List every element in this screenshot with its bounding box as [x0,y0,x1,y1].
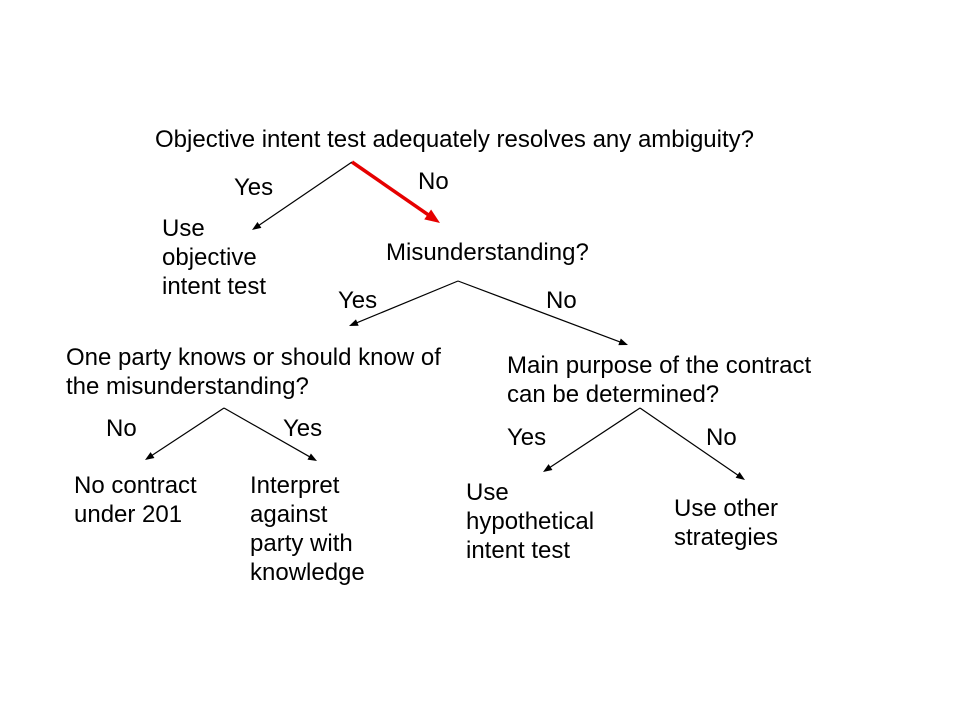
edge-line [547,407,641,470]
main-purpose-no-outcome: Use other strategies [674,494,778,552]
edge-line [351,160,434,220]
edge-mis-yes [349,280,459,326]
arrowhead [543,464,553,472]
outcome-line: against [250,501,328,528]
edge-party-no [145,407,225,460]
root-yes-label: Yes [234,174,274,201]
arrowhead [618,338,628,346]
main-purpose-question: Main purpose of the contract can be dete… [507,351,811,409]
root-yes-outcome: Use objective intent test [162,214,266,301]
misunderstanding-no-label: No [546,287,577,314]
outcome-line: Use [162,215,205,242]
misunderstanding-yes-label: Yes [338,287,378,314]
outcome-line: intent test [466,537,571,564]
outcome-line: knowledge [250,559,365,586]
edge-line [223,407,313,459]
outcome-line: No contract [74,472,197,499]
arrowhead [424,209,440,223]
party-knowledge-yes-label: Yes [283,415,323,442]
outcome-line: Use [466,479,509,506]
party-knowledge-yes-outcome: Interpret against party with knowledge [250,471,365,587]
outcome-line: under 201 [74,501,183,528]
arrowhead [307,453,317,461]
edge-main-yes [543,407,641,472]
question-line: can be determined? [507,381,720,408]
edge-party-yes [223,407,317,461]
edge-line [639,407,741,478]
misunderstanding-question: Misunderstanding? [386,239,589,266]
main-purpose-yes-outcome: Use hypothetical intent test [466,478,594,565]
edge-line [457,280,624,344]
outcome-line: party with [250,530,353,557]
question-line: Main purpose of the contract [507,352,812,379]
arrowhead [252,222,262,230]
edge-line [256,161,353,228]
party-knowledge-no-label: No [106,415,137,442]
arrowhead [735,472,745,480]
edge-line [353,280,459,325]
outcome-line: hypothetical [466,508,595,535]
edge-root-yes [252,161,353,230]
outcome-line: Interpret [250,472,340,499]
edge-main-no [639,407,745,480]
edge-line [149,407,225,458]
root-no-label: No [418,168,449,195]
outcome-line: intent test [162,273,267,300]
edge-mis-no [457,280,628,346]
arrowhead [349,319,359,326]
main-purpose-no-label: No [706,424,737,451]
outcome-line: Use other [674,495,779,522]
party-knowledge-question: One party knows or should know of the mi… [66,343,441,401]
outcome-line: strategies [674,524,779,551]
question-line: the misunderstanding? [66,373,309,400]
party-knowledge-no-outcome: No contract under 201 [74,471,197,529]
outcome-line: objective [162,244,257,271]
arrowhead [145,452,155,460]
main-purpose-yes-label: Yes [507,424,547,451]
root-question: Objective intent test adequately resolve… [155,126,755,153]
edge-root-no [351,160,440,223]
question-line: One party knows or should know of [66,344,441,371]
